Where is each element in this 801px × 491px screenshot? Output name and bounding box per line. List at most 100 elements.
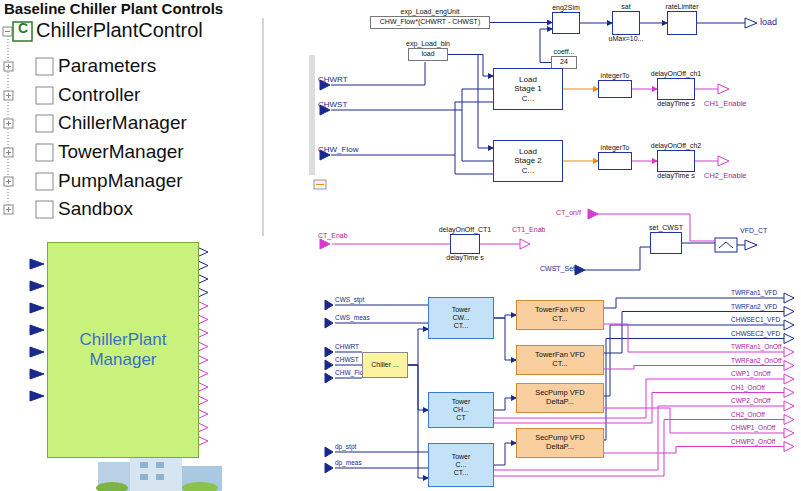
port-arrow bbox=[325, 318, 333, 328]
block-name: integerTo bbox=[601, 72, 630, 80]
block-text: Load bbox=[519, 147, 537, 156]
signal-line bbox=[494, 443, 516, 465]
block-text: SecPump VFD bbox=[535, 434, 585, 443]
port-arrow bbox=[784, 347, 794, 357]
block-name: set_CWST bbox=[649, 224, 683, 232]
signal-line bbox=[494, 318, 516, 360]
block-text: SecPump VFD bbox=[535, 389, 585, 398]
tree-item: PumpManager bbox=[58, 170, 183, 192]
block-text: CT... bbox=[552, 315, 567, 324]
checkbox bbox=[36, 58, 53, 75]
port-name: load bbox=[760, 17, 777, 27]
simulink-block: integerTo bbox=[598, 152, 632, 170]
block-text: Tower bbox=[452, 306, 471, 314]
block-name: delayTime s bbox=[657, 100, 694, 108]
block-text: Tower bbox=[452, 398, 471, 406]
port-name: CHWRT bbox=[335, 343, 359, 350]
block-name: coeff... bbox=[554, 48, 575, 56]
block-name: eng2Sim bbox=[552, 4, 580, 12]
tree-icons bbox=[3, 18, 263, 236]
port-arrows bbox=[30, 18, 794, 473]
block-name: delayOnOff_CT1 bbox=[439, 226, 491, 234]
port-name: CH1_OnOff bbox=[731, 384, 765, 391]
checkbox bbox=[36, 144, 53, 161]
title: Baseline Chiller Plant Controls bbox=[4, 0, 223, 17]
expander-plus bbox=[6, 93, 11, 98]
block-text: CHW_Flow*(CHWRT - CHWST) bbox=[380, 18, 480, 26]
port-arrow bbox=[784, 374, 794, 384]
expander-box bbox=[4, 205, 13, 214]
block-text: CW... bbox=[452, 314, 469, 322]
port-name: TWRFan2_OnOff bbox=[731, 357, 781, 364]
port-arrow bbox=[745, 240, 757, 250]
expander-box bbox=[4, 177, 13, 186]
simulink-block: TowerC...CT... bbox=[428, 443, 494, 487]
simulink-block: delayOnOff_ch2delayTime s bbox=[657, 150, 695, 172]
port-name: CHWRT bbox=[318, 75, 348, 84]
port-name: CHWSEC1_VFD bbox=[731, 316, 780, 323]
signal-line bbox=[640, 23, 667, 24]
port-arrow bbox=[784, 320, 794, 330]
block-name: sat bbox=[621, 3, 630, 11]
simulink-block: eng2Sim bbox=[552, 12, 580, 34]
block-text: Load bbox=[519, 75, 537, 84]
signal-line bbox=[448, 55, 493, 77]
block-text: DeltaP... bbox=[546, 398, 574, 407]
port-arrow bbox=[718, 84, 729, 94]
port-name: CH1_Enable bbox=[704, 100, 747, 109]
port-name: CHW_Flow bbox=[318, 145, 358, 154]
port-arrow bbox=[30, 369, 44, 379]
block-text: CT bbox=[456, 414, 465, 422]
block-text: C... bbox=[456, 461, 467, 469]
block-text: Stage 2 bbox=[514, 156, 542, 165]
port-arrow bbox=[588, 209, 598, 219]
simulink-block: TowerFan VFDCT... bbox=[516, 345, 604, 375]
checkbox bbox=[36, 87, 53, 104]
block-text: ChillerPlant Manager bbox=[48, 330, 198, 371]
port-name: CT_on/f bbox=[556, 209, 581, 217]
port-arrow bbox=[784, 293, 794, 303]
port-name: dp_stpt bbox=[335, 443, 356, 450]
simulink-block: satuMax=10... bbox=[612, 11, 640, 35]
simulink-block: delayOnOff_CT1delayTime s bbox=[450, 234, 480, 254]
expander-box bbox=[4, 119, 13, 128]
expander-box bbox=[4, 148, 13, 157]
port-name: TWRFan1_OnOff bbox=[731, 343, 781, 350]
tree-item: Controller bbox=[58, 84, 140, 106]
block-text: Chiller ... bbox=[371, 361, 399, 369]
manager-block: ChillerPlant Manager bbox=[47, 242, 199, 458]
block-text: 24 bbox=[560, 58, 568, 66]
signal-line bbox=[563, 161, 598, 162]
port-name: CWS_stpt bbox=[335, 296, 364, 303]
checkbox bbox=[36, 201, 53, 218]
port-name: dp_meas bbox=[335, 459, 362, 466]
port-arrow bbox=[718, 156, 729, 166]
port-arrow bbox=[784, 401, 794, 411]
simulink-block: TowerFan VFDCT... bbox=[516, 300, 604, 330]
port-arrow bbox=[30, 303, 44, 313]
block-name: uMax=10... bbox=[609, 35, 644, 43]
port-arrow bbox=[325, 447, 333, 457]
expander-plus bbox=[6, 179, 11, 184]
port-name: TWRFan2_VFD bbox=[731, 303, 777, 310]
tree-item: ChillerManager bbox=[58, 112, 187, 134]
simulink-block: integerTo bbox=[598, 80, 632, 98]
block-name: rateLimiter bbox=[665, 3, 698, 11]
port-arrow bbox=[320, 239, 330, 249]
checkbox bbox=[36, 173, 53, 190]
port-arrow bbox=[325, 360, 333, 370]
simulink-block: set_CWST bbox=[650, 232, 682, 254]
expander-plus bbox=[6, 121, 11, 126]
port-name: CH2_Enable bbox=[704, 172, 747, 181]
port-arrow bbox=[575, 265, 585, 275]
simulink-block: delayOnOff_ch1delayTime s bbox=[657, 78, 695, 100]
block-text: Stage 1 bbox=[514, 84, 542, 93]
signal-line bbox=[580, 23, 612, 24]
block-text: CT... bbox=[454, 469, 468, 477]
checkbox bbox=[36, 115, 53, 132]
port-arrow bbox=[745, 18, 757, 28]
block-text: CT... bbox=[454, 322, 468, 330]
port-arrow bbox=[784, 361, 794, 371]
port-name: VFD_CT bbox=[740, 227, 767, 235]
port-name: TWRFan1_VFD bbox=[731, 289, 777, 296]
